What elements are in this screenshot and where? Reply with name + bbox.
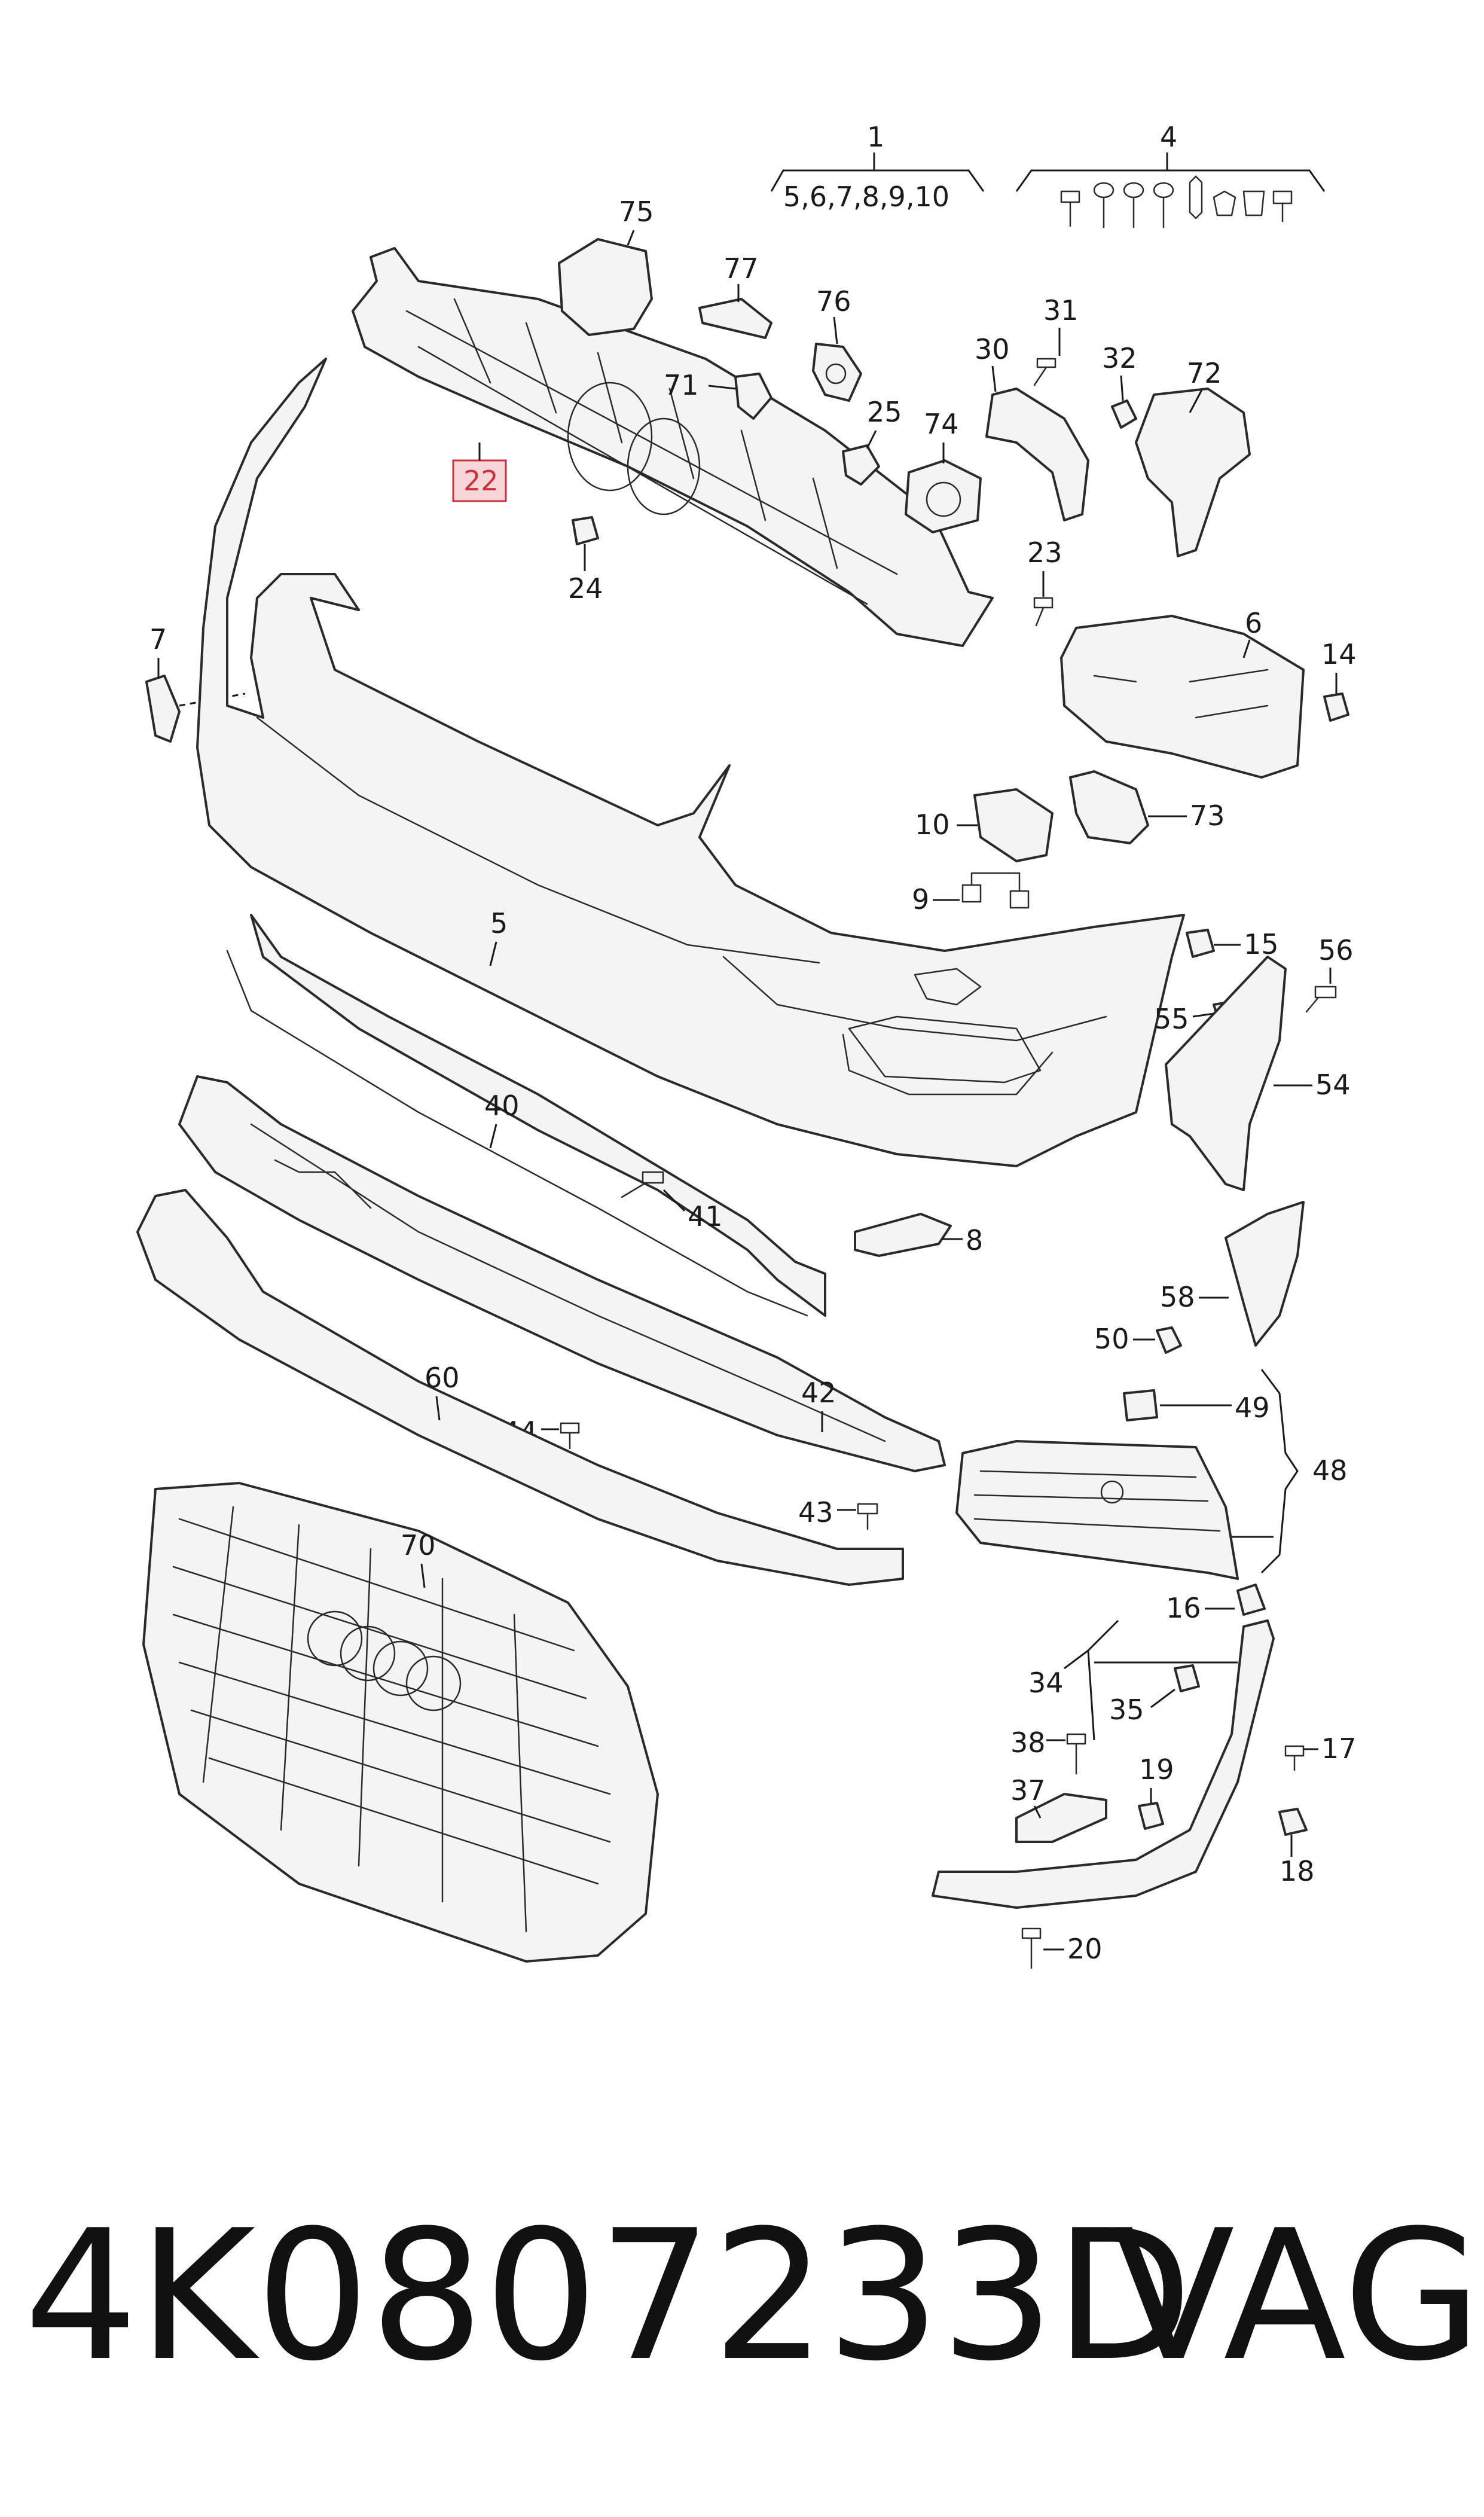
part-23: 23 bbox=[1027, 536, 1062, 627]
callout-5: 5 bbox=[490, 907, 508, 939]
group-bracket-4: 4 bbox=[1015, 121, 1326, 228]
callout-1: 1 bbox=[867, 121, 884, 153]
part-31: 31 bbox=[1033, 294, 1079, 386]
callout-70: 70 bbox=[401, 1529, 436, 1561]
part-10: 10 bbox=[915, 788, 1054, 862]
part-7: 7 bbox=[145, 623, 246, 743]
callout-10: 10 bbox=[915, 809, 950, 841]
part-76: 76 bbox=[812, 285, 862, 402]
caption: 4K0807233D VAG bbox=[24, 2189, 1482, 2404]
callout-75: 75 bbox=[619, 196, 654, 228]
callout-38: 38 bbox=[1010, 1726, 1046, 1759]
callout-17: 17 bbox=[1321, 1732, 1357, 1765]
callout-55: 55 bbox=[1154, 1003, 1189, 1035]
callout-42: 42 bbox=[801, 1377, 836, 1409]
callout-54: 54 bbox=[1315, 1069, 1351, 1101]
callout-31: 31 bbox=[1043, 294, 1079, 327]
part-42: 42 bbox=[178, 1075, 946, 1472]
part-14: 14 bbox=[1321, 638, 1357, 722]
part-8: 8 bbox=[854, 1213, 983, 1257]
callout-74: 74 bbox=[924, 408, 959, 440]
part-77: 77 bbox=[698, 252, 772, 339]
front-grille-part: 70 bbox=[142, 1482, 659, 1963]
part-15: 15 bbox=[1186, 928, 1279, 960]
group-bracket-1: 1 5,6,7,8,9,10 bbox=[770, 121, 985, 213]
part-37: 37 bbox=[1010, 1774, 1107, 1843]
callout-15: 15 bbox=[1244, 928, 1279, 960]
fastener-set-icon bbox=[1060, 175, 1293, 228]
callout-22: 22 bbox=[463, 465, 499, 497]
callout-56: 56 bbox=[1318, 934, 1354, 966]
callout-14: 14 bbox=[1321, 638, 1357, 670]
callout-30: 30 bbox=[975, 333, 1010, 365]
part-49: 49 bbox=[1123, 1389, 1270, 1424]
bumper-carrier-part bbox=[352, 247, 994, 647]
callout-49: 49 bbox=[1235, 1392, 1270, 1424]
callout-40: 40 bbox=[484, 1090, 520, 1122]
part-32: 32 bbox=[1102, 342, 1137, 429]
callout-18: 18 bbox=[1280, 1855, 1315, 1887]
callout-72: 72 bbox=[1187, 357, 1222, 389]
callout-4: 4 bbox=[1160, 121, 1177, 153]
part-18: 18 bbox=[1278, 1808, 1315, 1887]
callout-22-highlight: 22 bbox=[452, 443, 507, 502]
part-43: 43 bbox=[798, 1496, 878, 1530]
callout-60: 60 bbox=[425, 1362, 460, 1394]
callout-25: 25 bbox=[867, 396, 902, 428]
callout-37: 37 bbox=[1010, 1774, 1046, 1807]
part-38: 38 bbox=[1010, 1726, 1086, 1775]
part-75: 75 bbox=[558, 196, 654, 336]
part-35: 35 bbox=[1109, 1664, 1200, 1726]
part-6: 6 bbox=[1060, 607, 1305, 779]
part-60: 60 bbox=[136, 1189, 904, 1586]
part-72: 72 bbox=[1135, 357, 1251, 557]
callout-20: 20 bbox=[1067, 1933, 1103, 1965]
part-56: 56 bbox=[1305, 934, 1354, 1013]
part-number-text: 4K0807233D bbox=[24, 2192, 1193, 2400]
part-20: 20 bbox=[1021, 1927, 1103, 1969]
part-17: 17 bbox=[1284, 1732, 1357, 1771]
part-40: 40 bbox=[226, 914, 826, 1317]
part-54: 54 bbox=[1165, 956, 1351, 1191]
part-74: 74 bbox=[905, 408, 982, 533]
part-16: 16 bbox=[1166, 1584, 1266, 1624]
part-24: 24 bbox=[568, 516, 603, 605]
part-25: 25 bbox=[842, 396, 902, 486]
callout-34: 34 bbox=[1028, 1667, 1064, 1699]
callout-16: 16 bbox=[1166, 1592, 1201, 1624]
callout-32: 32 bbox=[1102, 342, 1137, 374]
group-bracket-34: 34 bbox=[1028, 1619, 1238, 1741]
trim-strip-part bbox=[932, 1619, 1275, 1909]
bumper-cover-part: 5 bbox=[196, 358, 1185, 1167]
part-19: 19 bbox=[1138, 1753, 1174, 1830]
callout-73: 73 bbox=[1190, 800, 1225, 832]
callout-77: 77 bbox=[723, 252, 759, 285]
callout-41: 41 bbox=[688, 1200, 723, 1232]
callout-76: 76 bbox=[816, 285, 851, 318]
callout-48: 48 bbox=[1312, 1454, 1348, 1487]
callout-1-sub: 5,6,7,8,9,10 bbox=[783, 181, 949, 213]
part-71: 71 bbox=[664, 369, 772, 420]
callout-35: 35 bbox=[1109, 1694, 1144, 1726]
callout-71: 71 bbox=[664, 369, 699, 401]
part-48: 48 bbox=[955, 1369, 1348, 1580]
brand-text: VAG bbox=[1112, 2192, 1482, 2400]
callout-8: 8 bbox=[966, 1224, 983, 1256]
callout-24: 24 bbox=[568, 572, 603, 605]
part-50: 50 bbox=[1094, 1323, 1182, 1355]
part-41: 41 bbox=[621, 1171, 723, 1232]
callout-50: 50 bbox=[1094, 1323, 1129, 1355]
callout-43: 43 bbox=[798, 1496, 833, 1528]
part-58: 58 bbox=[1160, 1201, 1305, 1347]
part-30: 30 bbox=[975, 333, 1089, 521]
part-9: 9 bbox=[912, 872, 1030, 916]
callout-19: 19 bbox=[1139, 1753, 1174, 1786]
part-73: 73 bbox=[1069, 770, 1225, 844]
callout-23: 23 bbox=[1027, 536, 1062, 569]
callout-6: 6 bbox=[1245, 607, 1262, 639]
callout-7: 7 bbox=[149, 623, 167, 655]
callout-9: 9 bbox=[912, 883, 929, 916]
callout-58: 58 bbox=[1160, 1281, 1195, 1313]
